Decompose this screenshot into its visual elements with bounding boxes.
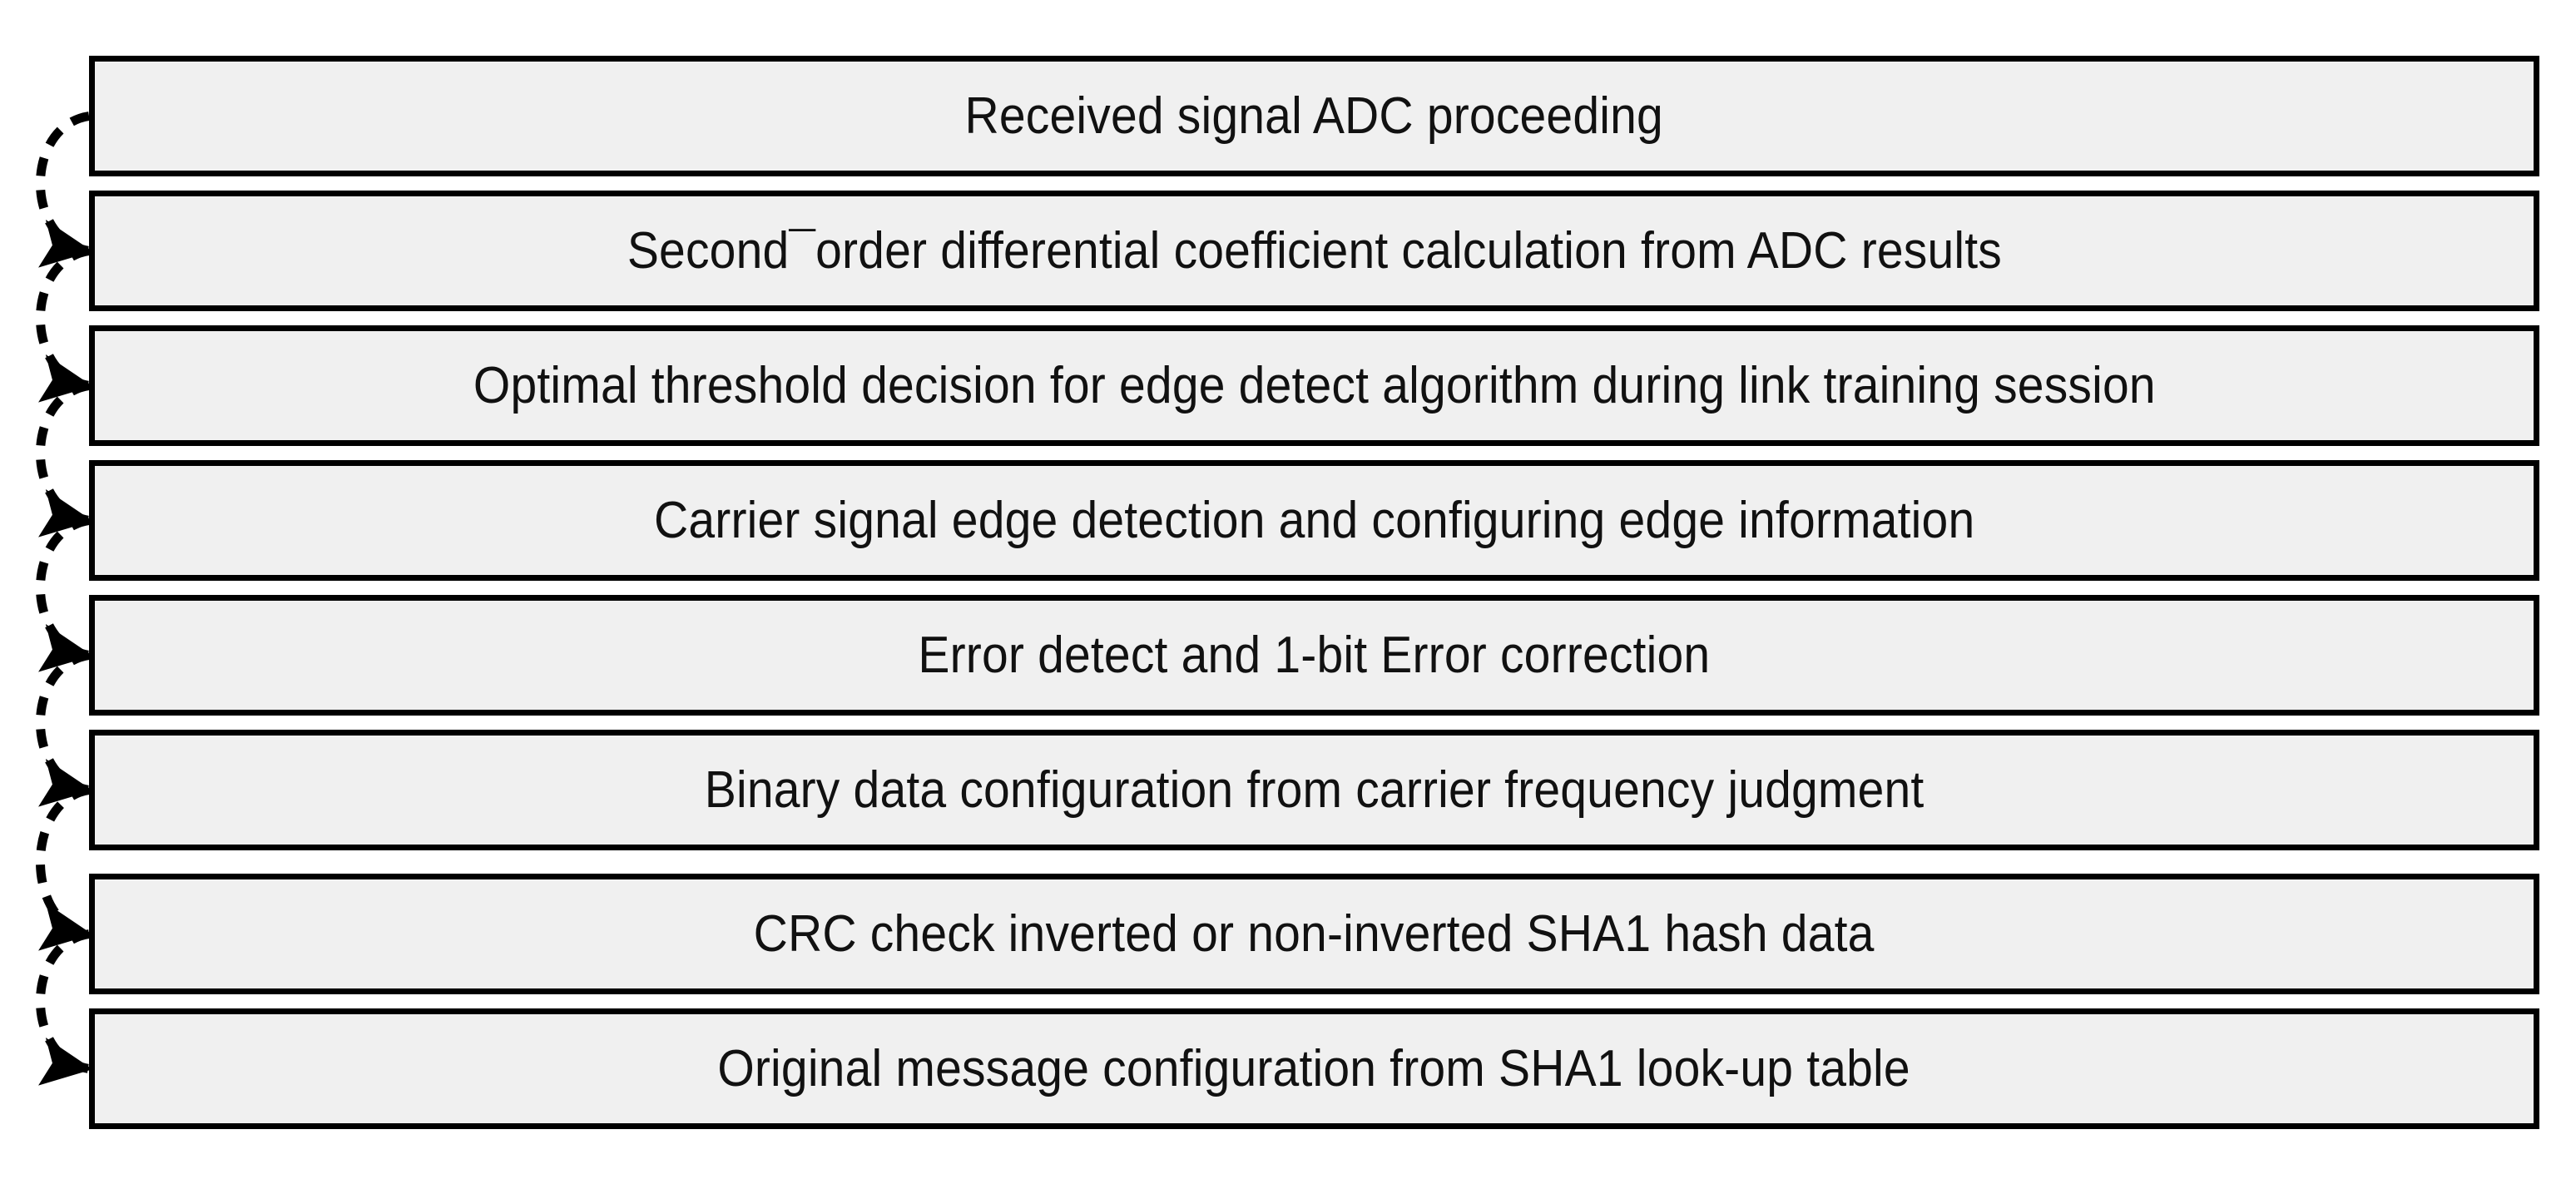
step-label-4: Carrier signal edge detection and config…	[653, 491, 1975, 549]
step-box-3[interactable]: Optimal threshold decision for edge dete…	[89, 325, 2539, 446]
step-label-1: Received signal ADC proceeding	[964, 87, 1664, 145]
connector-arrow-4-to-5	[36, 516, 93, 672]
connector-arrow-2-to-3	[36, 246, 93, 403]
connector-group	[36, 111, 93, 1086]
step-label-7: CRC check inverted or non-inverted SHA1 …	[754, 904, 1875, 963]
step-label-2: Second¯order differential coefficient ca…	[627, 221, 2002, 280]
step-box-4[interactable]: Carrier signal edge detection and config…	[89, 460, 2539, 581]
step-box-1[interactable]: Received signal ADC proceeding	[89, 56, 2539, 176]
connector-arrow-7-to-8	[36, 929, 93, 1086]
step-label-6: Binary data configuration from carrier f…	[704, 760, 1925, 819]
step-box-7[interactable]: CRC check inverted or non-inverted SHA1 …	[89, 874, 2539, 994]
step-box-5[interactable]: Error detect and 1-bit Error correction	[89, 595, 2539, 716]
connector-arrow-5-to-6	[36, 651, 93, 807]
step-box-2[interactable]: Second¯order differential coefficient ca…	[89, 191, 2539, 311]
step-box-6[interactable]: Binary data configuration from carrier f…	[89, 730, 2539, 850]
step-label-5: Error detect and 1-bit Error correction	[918, 626, 1711, 684]
step-label-3: Optimal threshold decision for edge dete…	[473, 356, 2156, 414]
connector-arrow-6-to-7	[36, 785, 93, 951]
connector-arrow-3-to-4	[36, 381, 93, 538]
connector-arrow-1-to-2	[36, 111, 93, 268]
step-label-8: Original message configuration from SHA1…	[717, 1039, 1911, 1097]
step-box-8[interactable]: Original message configuration from SHA1…	[89, 1008, 2539, 1129]
